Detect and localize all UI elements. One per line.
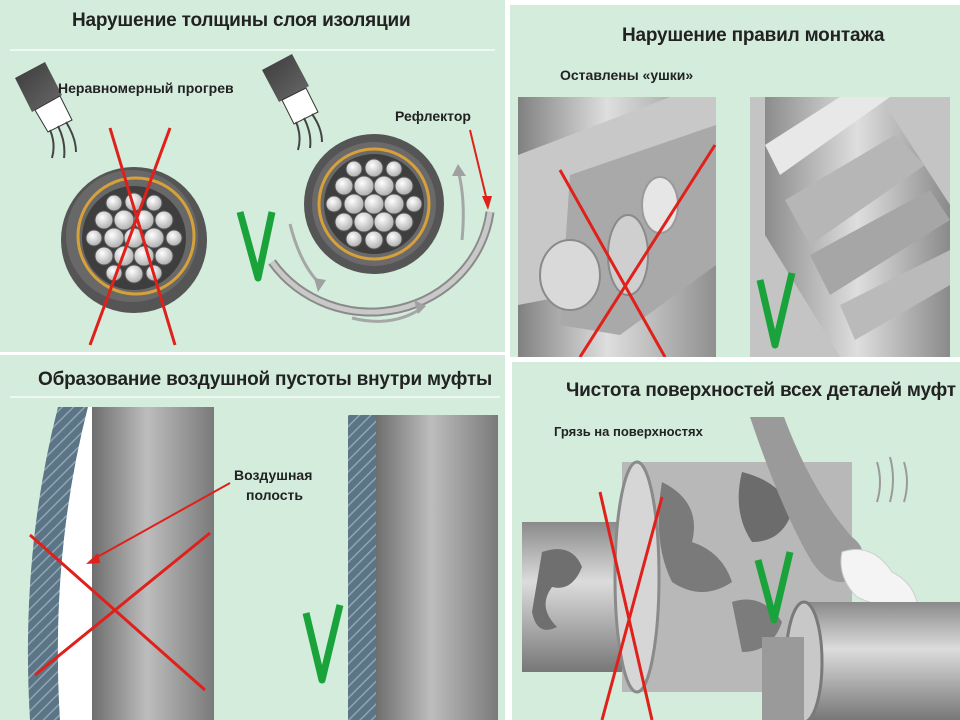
check-mark-icon <box>236 211 276 282</box>
label-uneven-heating: Неравномерный прогрев <box>58 80 234 96</box>
insulation-illustration <box>10 49 495 346</box>
label-air-cavity-line1: Воздушная <box>234 467 313 483</box>
pipe-correct-icon <box>750 97 950 357</box>
cable-cross-section-icon <box>304 134 444 274</box>
panel-divider <box>505 0 510 720</box>
pipe-with-ears-icon <box>518 97 716 357</box>
panel-title: Нарушение толщины слоя изоляции <box>72 10 411 31</box>
clean-pipe-icon <box>762 600 960 720</box>
heat-gun-icon <box>262 54 323 151</box>
cross-mark-icon <box>558 144 717 357</box>
sleeve-with-air-gap-icon <box>27 407 214 720</box>
panel-mounting-rules: Нарушение правил монтажа Оставлены «ушки… <box>510 5 960 357</box>
panel-title: Чистота поверхностей всех деталей муфт <box>566 380 956 401</box>
cable-cross-section-icon <box>61 167 207 313</box>
air-gap-illustration <box>10 396 500 720</box>
panel-surface-cleanliness: Чистота поверхностей всех деталей муфт Г… <box>512 362 960 720</box>
cross-mark-icon <box>88 127 177 346</box>
check-mark-icon <box>754 551 794 624</box>
label-ears-left: Оставлены «ушки» <box>560 67 694 83</box>
mounting-illustration <box>518 97 950 357</box>
panel-air-gap: Образование воздушной пустоты внутри муф… <box>0 355 508 720</box>
panel-title: Образование воздушной пустоты внутри муф… <box>38 369 493 390</box>
panel-insulation-thickness: Нарушение толщины слоя изоляции Неравном… <box>0 0 505 352</box>
label-air-cavity-line2: полость <box>246 487 303 503</box>
check-mark-icon <box>756 272 796 349</box>
cross-mark-icon <box>29 531 211 692</box>
label-reflector: Рефлектор <box>395 108 471 124</box>
cross-mark-icon <box>598 491 664 720</box>
sleeve-correct-icon <box>348 415 498 720</box>
heat-gun-icon <box>15 62 77 159</box>
label-dirt-on-surfaces: Грязь на поверхностях <box>554 424 703 439</box>
panel-title: Нарушение правил монтажа <box>622 25 885 46</box>
check-mark-icon <box>302 604 344 684</box>
cleanliness-illustration <box>522 417 960 720</box>
